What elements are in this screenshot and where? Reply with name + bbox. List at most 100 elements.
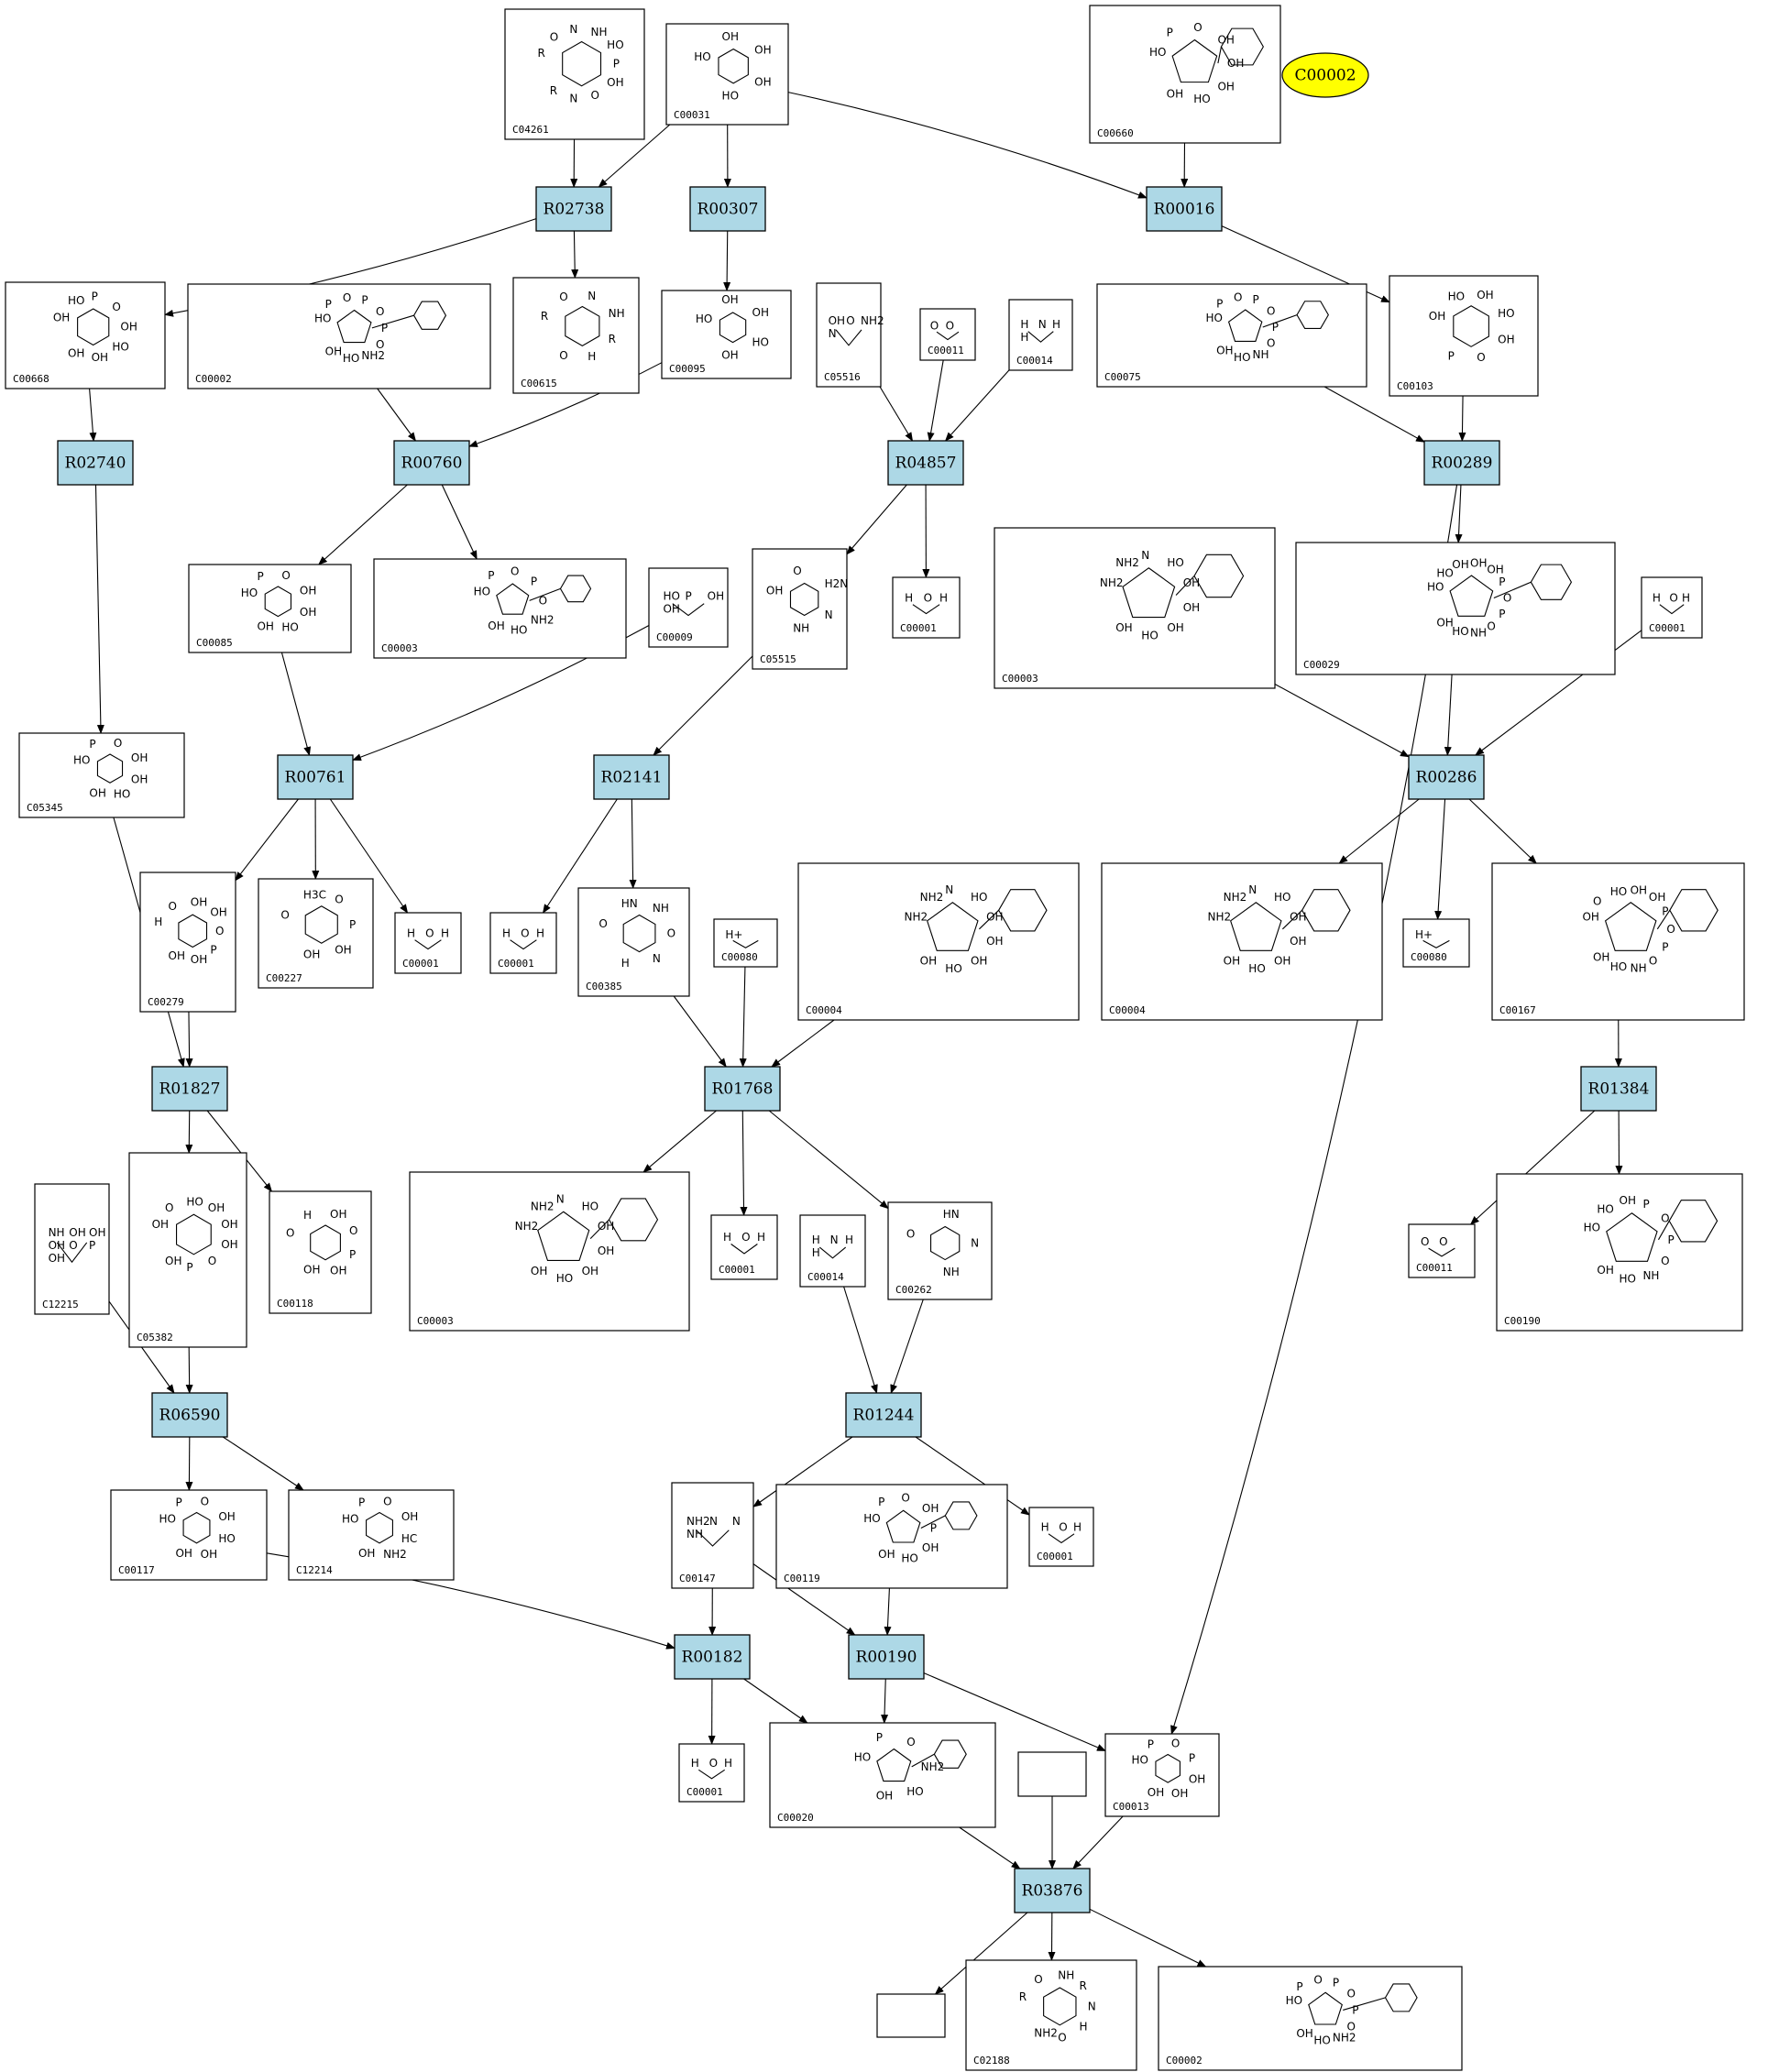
reaction-node-r00182[interactable]: R00182 <box>674 1634 751 1680</box>
ring-bond <box>718 48 749 84</box>
atom-label: P <box>89 1239 95 1252</box>
atom-label: OH <box>721 293 738 306</box>
reaction-node-r01827[interactable]: R01827 <box>151 1066 228 1112</box>
compound-id-label: C05382 <box>137 1332 173 1343</box>
reaction-node-r00289[interactable]: R00289 <box>1423 440 1500 486</box>
atom-label: H <box>1682 591 1690 604</box>
atom-label: N <box>1088 2000 1096 2012</box>
reaction-node-r02740[interactable]: R02740 <box>57 440 134 486</box>
highlighted-compound-node[interactable]: C00002 <box>1281 52 1369 98</box>
ring-bond <box>1171 38 1218 83</box>
reaction-node-r00307[interactable]: R00307 <box>689 186 766 232</box>
atom-label: P <box>186 1261 192 1274</box>
reaction-node-r04857[interactable]: R04857 <box>887 440 964 486</box>
atom-label: O <box>215 925 224 937</box>
reaction-node-r01384[interactable]: R01384 <box>1580 1066 1657 1112</box>
atom-label: H <box>812 1233 820 1246</box>
reaction-node-r03876[interactable]: R03876 <box>1014 1868 1091 1913</box>
edge-arrow <box>1469 1110 1596 1225</box>
atom-label: OH <box>1183 601 1200 614</box>
compound-node-c00080a[interactable]: H+C00080 <box>713 918 778 968</box>
reaction-node-r02738[interactable]: R02738 <box>535 186 612 232</box>
compound-box <box>269 1190 372 1314</box>
reaction-node-r00761[interactable]: R00761 <box>277 754 354 800</box>
empty-compound-node[interactable] <box>876 1993 946 2038</box>
atom-label: NH <box>609 307 625 320</box>
ring-bond <box>876 1748 912 1782</box>
atom-label: O <box>1661 1212 1669 1225</box>
atom-label: H <box>1653 591 1661 604</box>
atom-label: OH <box>131 751 148 764</box>
compound-node-c00080b[interactable]: H+C00080 <box>1402 918 1470 968</box>
reaction-node-r00760[interactable]: R00760 <box>393 440 470 486</box>
reaction-node-r00016[interactable]: R00016 <box>1146 186 1223 232</box>
reaction-node-r06590[interactable]: R06590 <box>151 1392 228 1438</box>
edge-arrow <box>185 1346 193 1394</box>
reaction-node-r00286[interactable]: R00286 <box>1408 754 1485 800</box>
reaction-node-r01244[interactable]: R01244 <box>845 1392 922 1438</box>
atom-label: OH <box>1593 950 1609 963</box>
atom-label: HO <box>1452 625 1468 638</box>
compound-id-label: C00011 <box>1416 1262 1453 1274</box>
atom-label: O <box>598 917 607 930</box>
reaction-node-r02141[interactable]: R02141 <box>593 754 670 800</box>
atom-label: H <box>845 1233 853 1246</box>
compound-id-label: C00003 <box>1002 673 1038 685</box>
compound-box <box>373 558 627 659</box>
atom-label: N <box>945 883 953 896</box>
reaction-node-r00190[interactable]: R00190 <box>848 1634 925 1680</box>
empty-compound-node[interactable] <box>1017 1751 1087 1797</box>
compound-id-label: C00001 <box>1037 1551 1073 1562</box>
atom-label: O <box>1346 2020 1355 2033</box>
reaction-node-r01768[interactable]: R01768 <box>704 1066 781 1112</box>
